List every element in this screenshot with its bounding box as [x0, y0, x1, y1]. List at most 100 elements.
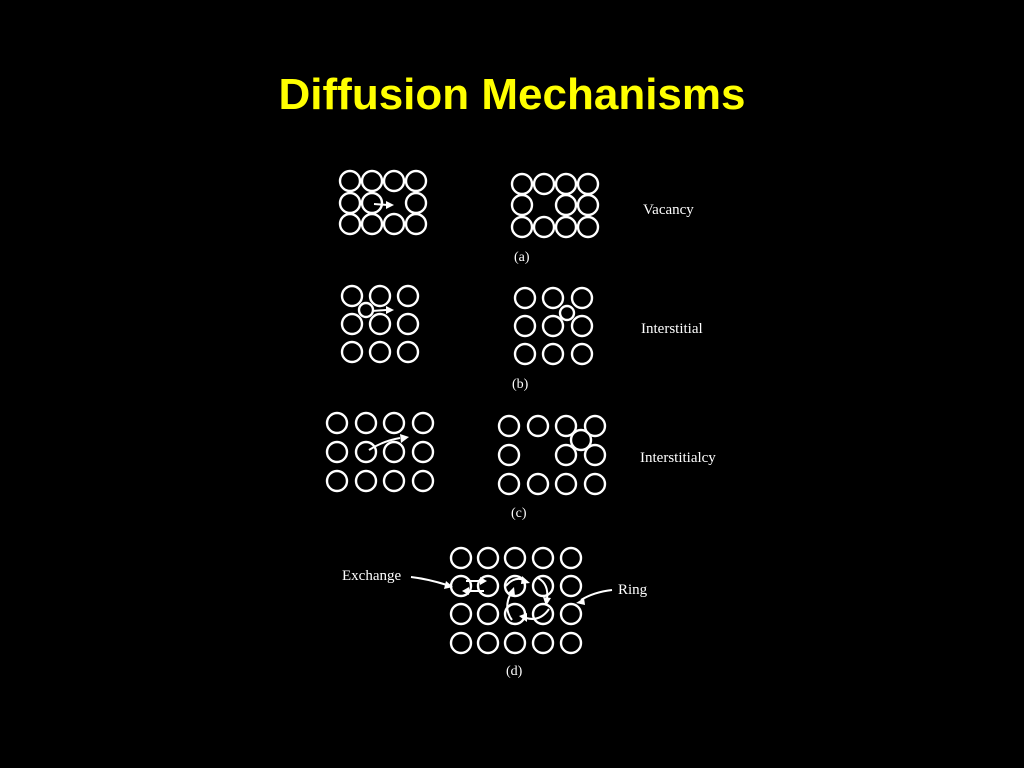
lattice-before: [340, 284, 420, 364]
atom: [559, 574, 583, 598]
atom: [576, 172, 600, 196]
atom: [382, 469, 406, 493]
atom: [338, 191, 362, 215]
ring-arrow: [506, 592, 513, 621]
arrow-head: [386, 306, 394, 314]
atom: [411, 440, 435, 464]
atom: [396, 340, 420, 364]
atom: [554, 472, 578, 496]
lattice-before: [338, 169, 428, 236]
atom: [411, 469, 435, 493]
ring-arrow: [537, 577, 549, 600]
atom: [513, 342, 537, 366]
slide-title: Diffusion Mechanisms: [278, 70, 746, 119]
mechanism-label-interstitialcy: Interstitialcy: [640, 450, 716, 466]
atom: [583, 414, 607, 438]
atom: [513, 314, 537, 338]
panel-caption-b: (b): [512, 377, 529, 392]
atom: [554, 172, 578, 196]
atom: [503, 631, 527, 655]
atom: [583, 472, 607, 496]
atom: [340, 340, 364, 364]
atom: [396, 312, 420, 336]
atom: [360, 191, 384, 215]
atom: [382, 440, 406, 464]
atom: [476, 602, 500, 626]
atom: [354, 440, 378, 464]
atom: [554, 443, 578, 467]
arrow-head: [386, 201, 394, 209]
lattice-before: [325, 411, 435, 493]
atom: [340, 284, 364, 308]
atom: [382, 212, 406, 236]
atom: [531, 631, 555, 655]
atom: [449, 631, 473, 655]
mechanism-label-exchange: Exchange: [342, 568, 401, 584]
arrow-head: [519, 613, 527, 622]
atom: [382, 169, 406, 193]
ring-pointer: [580, 589, 613, 601]
atom: [531, 546, 555, 570]
atom: [368, 340, 392, 364]
atom: [513, 286, 537, 310]
atom: [532, 172, 556, 196]
atom: [354, 469, 378, 493]
arrow-head: [444, 581, 453, 589]
jump-arrow: [368, 437, 401, 451]
panel-caption-d: (d): [506, 664, 523, 679]
label-pointers: [410, 576, 613, 605]
lattice-after: [510, 172, 600, 239]
jump-arrow: [373, 203, 389, 206]
atom: [476, 546, 500, 570]
atom: [325, 440, 349, 464]
interstitial-atom: [569, 428, 593, 452]
atom: [541, 342, 565, 366]
atom: [340, 312, 364, 336]
atom: [497, 443, 521, 467]
interstitial-atom: [357, 301, 375, 319]
atom: [382, 411, 406, 435]
mechanism-label-interstitial: Interstitial: [641, 321, 703, 337]
ring-arrow: [525, 608, 550, 620]
lattice: [449, 546, 583, 655]
atom: [510, 193, 534, 217]
atom: [559, 631, 583, 655]
interstitial-atom: [558, 304, 576, 322]
atom: [354, 411, 378, 435]
atom: [368, 312, 392, 336]
atom: [554, 215, 578, 239]
panel-vacancy: Vacancy (a): [338, 169, 694, 265]
atom: [360, 212, 384, 236]
atom: [497, 472, 521, 496]
mechanism-label-vacancy: Vacancy: [643, 202, 694, 218]
arrow-head: [576, 598, 585, 605]
atom: [325, 469, 349, 493]
atom: [570, 314, 594, 338]
atom: [583, 443, 607, 467]
panel-caption-a: (a): [514, 250, 530, 265]
arrow-head: [543, 597, 551, 606]
atom: [576, 193, 600, 217]
atom: [503, 546, 527, 570]
arrow-head: [521, 576, 530, 584]
ring-arrows: [505, 576, 551, 622]
atom: [338, 169, 362, 193]
atom: [368, 284, 392, 308]
panel-exchange-ring: Exchange Ring (d): [342, 546, 648, 679]
atom: [532, 215, 556, 239]
panel-caption-c: (c): [511, 506, 527, 521]
panel-interstitialcy: Interstitialcy (c): [325, 411, 716, 521]
arrow-head: [462, 587, 469, 595]
atom: [411, 411, 435, 435]
atom: [554, 193, 578, 217]
atom: [526, 414, 550, 438]
atom: [449, 546, 473, 570]
atom: [554, 414, 578, 438]
arrow-head: [508, 587, 515, 596]
atom: [497, 414, 521, 438]
panel-interstitial: Interstitial (b): [340, 284, 703, 392]
exchange-arrows: [462, 577, 487, 595]
atom: [559, 602, 583, 626]
atom: [360, 169, 384, 193]
